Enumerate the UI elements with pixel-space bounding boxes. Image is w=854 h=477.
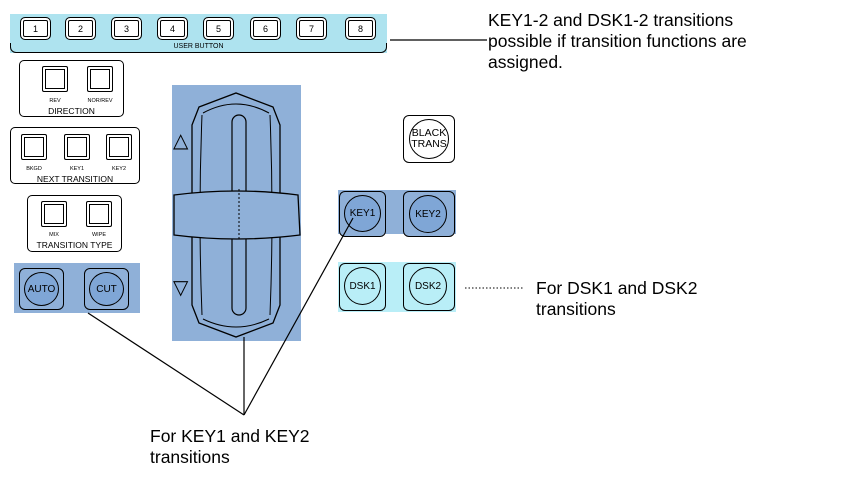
dsk1-button[interactable]: DSK1 [339, 263, 386, 311]
nor-rev-label: NOR/REV [87, 98, 113, 104]
nor-rev-button[interactable] [87, 66, 113, 92]
fader-down-arrow-icon: ▽ [173, 277, 189, 299]
cut-button[interactable]: CUT [84, 268, 129, 310]
user-button-3[interactable]: 3 [111, 17, 142, 40]
next-key2-label: KEY2 [111, 166, 127, 172]
user-button-2[interactable]: 2 [65, 17, 96, 40]
mix-button[interactable] [41, 201, 67, 227]
user-button-7[interactable]: 7 [296, 17, 327, 40]
key1-button-face: KEY1 [344, 195, 381, 232]
auto-button-face: AUTO [24, 272, 59, 306]
user-button-bracket [10, 43, 387, 53]
auto-button[interactable]: AUTO [19, 268, 64, 310]
user-button-5[interactable]: 5 [203, 17, 234, 40]
wipe-button[interactable] [86, 201, 112, 227]
rev-button[interactable] [42, 66, 68, 92]
user-button-note: KEY1-2 and DSK1-2 transitions possible i… [488, 10, 848, 73]
transition-type-label: TRANSITION TYPE [36, 240, 113, 250]
dsk-note-line1: For DSK1 and DSK2 [536, 278, 698, 298]
key2-button[interactable]: KEY2 [403, 191, 455, 237]
black-trans-line1: BLACK [411, 127, 447, 139]
cut-button-face: CUT [89, 272, 124, 306]
fader-lever[interactable] [172, 85, 301, 341]
wipe-label: WIPE [91, 232, 107, 238]
black-trans-button-face: BLACK TRANS [409, 119, 449, 159]
user-button-label: USER BUTTON [173, 43, 224, 50]
key-leader-line [243, 217, 354, 416]
dsk1-button-face: DSK1 [344, 267, 381, 305]
user-button-8[interactable]: 8 [345, 17, 376, 40]
next-key1-button[interactable] [64, 134, 90, 160]
key-note-line1: For KEY1 and KEY2 [150, 426, 310, 446]
key1-button[interactable]: KEY1 [339, 191, 386, 237]
user-button-note-line1: KEY1-2 and DSK1-2 transitions [488, 10, 734, 30]
direction-label: DIRECTION [48, 106, 95, 116]
key2-button-face: KEY2 [409, 195, 447, 233]
user-button-1[interactable]: 1 [20, 17, 51, 40]
next-transition-label: NEXT TRANSITION [36, 174, 114, 184]
auto-cut-leader-line [87, 312, 245, 416]
next-key1-label: KEY1 [69, 166, 85, 172]
key-note: For KEY1 and KEY2 transitions [150, 426, 450, 468]
next-key2-button[interactable] [106, 134, 132, 160]
rev-label: REV [49, 98, 61, 104]
black-trans-line2: TRANS [411, 138, 447, 150]
dsk-note: For DSK1 and DSK2 transitions [536, 278, 836, 320]
user-button-note-line2: possible if transition functions are [488, 31, 747, 51]
dsk-note-line2: transitions [536, 299, 616, 319]
user-button-6[interactable]: 6 [250, 17, 281, 40]
dsk2-button[interactable]: DSK2 [403, 263, 455, 311]
bkgd-button[interactable] [21, 134, 47, 160]
user-button-4[interactable]: 4 [157, 17, 188, 40]
black-trans-button[interactable]: BLACK TRANS [403, 115, 455, 163]
fader-up-arrow-icon: △ [173, 130, 189, 152]
dsk2-button-face: DSK2 [409, 267, 447, 305]
user-button-note-line3: assigned. [488, 52, 563, 72]
key-note-line2: transitions [150, 447, 230, 467]
bkgd-label: BKGD [26, 166, 42, 172]
mix-label: MIX [49, 232, 59, 238]
